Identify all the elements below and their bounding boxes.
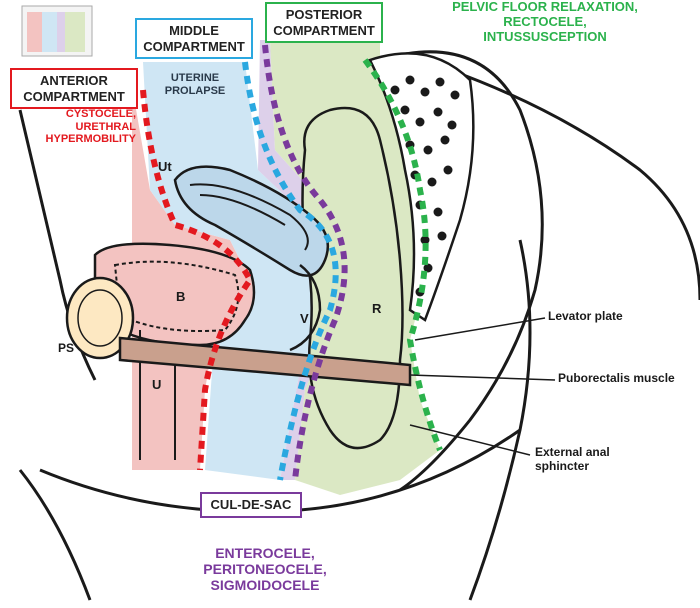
middle-conditions: UTERINE PROLAPSE xyxy=(164,72,226,97)
sacrum xyxy=(368,52,475,322)
posterior-conditions: PELVIC FLOOR RELAXATION, RECTOCELE, INTU… xyxy=(452,0,638,44)
sacrum-dot xyxy=(423,145,433,155)
sacrum-dot xyxy=(447,120,457,130)
pelvis-thumbnail-icon xyxy=(21,5,93,57)
leader-lines xyxy=(409,317,556,456)
compartment-boundaries xyxy=(140,44,443,481)
sacrum-dot xyxy=(405,75,415,85)
sacrum-dot xyxy=(433,107,443,117)
sacrum-dot xyxy=(433,207,443,217)
sacrum-dot xyxy=(450,90,460,100)
puborectalis-label: Puborectalis muscle xyxy=(558,371,675,385)
sacrum-dot xyxy=(415,117,425,127)
pubic-symphysis-shape xyxy=(65,276,135,360)
culdesac-field xyxy=(258,40,355,480)
urethra-label: U xyxy=(152,377,162,392)
sacrum-dot xyxy=(435,77,445,87)
pubic-symphysis-label: PS xyxy=(58,341,75,355)
sacrum-dot xyxy=(423,263,433,273)
sacrum-dot xyxy=(420,87,430,97)
anterior-compartment-label: ANTERIOR COMPARTMENT xyxy=(10,68,138,110)
posterior-compartment-label: POSTERIOR COMPARTMENT xyxy=(265,2,383,44)
bladder-label: B xyxy=(176,289,186,304)
sacrum-dot xyxy=(440,135,450,145)
anterior-conditions: CYSTOCELE, URETHRAL HYPERMOBILITY xyxy=(45,108,136,146)
sacrum-dot xyxy=(400,105,410,115)
sphincter-label: External anal sphincter xyxy=(535,445,610,473)
organs xyxy=(65,106,412,460)
sacrum-dot xyxy=(443,165,453,175)
rectum-label: R xyxy=(372,301,382,316)
levator-plate-label: Levator plate xyxy=(548,309,623,323)
sacrum-dot xyxy=(420,235,430,245)
middle-compartment-label: MIDDLE COMPARTMENT xyxy=(135,18,253,60)
vagina-label: V xyxy=(300,311,309,326)
uterus-shape xyxy=(173,165,330,277)
sacrum-dot xyxy=(390,85,400,95)
sacrum-dot xyxy=(427,177,437,187)
culdesac-conditions: ENTEROCELE, PERITONEOCELE, SIGMOIDOCELE xyxy=(203,545,327,594)
vagina-shape xyxy=(289,264,322,352)
culdesac-label: CUL-DE-SAC xyxy=(200,492,302,518)
uterus-label: Ut xyxy=(158,159,172,174)
sacrum-dot xyxy=(437,231,447,241)
